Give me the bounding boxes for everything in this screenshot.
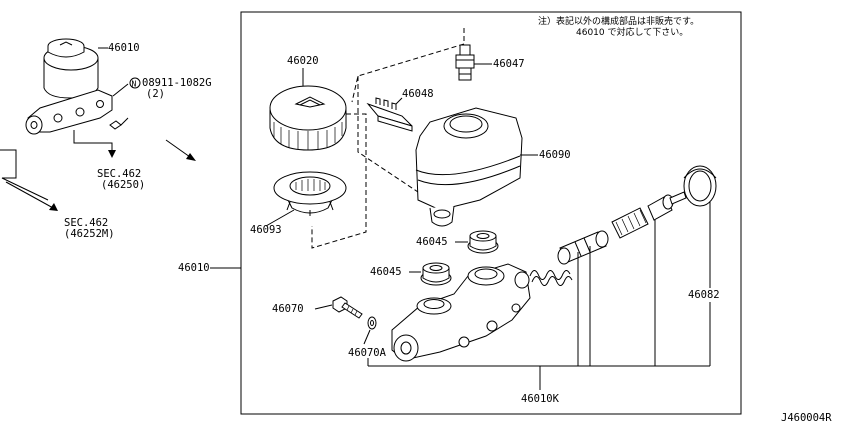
arrow-sec462-a bbox=[108, 150, 116, 158]
label-strainer: 46093 bbox=[250, 224, 282, 236]
leader-bracket bbox=[395, 97, 403, 105]
label-bolt-qty: (2) bbox=[146, 88, 165, 100]
overview-assembly bbox=[25, 38, 129, 135]
label-sec462-b: SEC.462 bbox=[64, 217, 108, 229]
note-line1: 注）表記以外の構成部品は非販売です。 bbox=[538, 15, 699, 27]
leader-strainer bbox=[265, 209, 295, 227]
n-symbol: N bbox=[132, 80, 137, 89]
label-bolt: 46070 bbox=[272, 303, 304, 315]
leader-bolt bbox=[314, 304, 333, 310]
arrow-sec462-b bbox=[49, 203, 58, 211]
leader-bolt-ref bbox=[112, 83, 129, 97]
label-reservoir: 46090 bbox=[539, 149, 571, 161]
note-line2: 46010 で対応して下さい。 bbox=[576, 26, 688, 38]
dashed-reservoir-link bbox=[351, 28, 465, 201]
main-frame bbox=[240, 11, 742, 415]
leader-washer bbox=[363, 329, 371, 345]
label-seal-ring: 46082 bbox=[688, 289, 720, 301]
leader-sec462-b bbox=[0, 149, 49, 201]
dashed-cap-link bbox=[311, 113, 367, 249]
label-cap: 46020 bbox=[287, 55, 319, 67]
washer-part bbox=[367, 316, 377, 330]
secondary-piston-part bbox=[647, 191, 687, 221]
label-grommet-lower: 46045 bbox=[370, 266, 402, 278]
direction-arrow bbox=[165, 139, 191, 158]
label-bolt-ref: 08911-1082G bbox=[142, 77, 212, 89]
secondary-spring-part bbox=[611, 207, 649, 239]
connector-part bbox=[455, 44, 475, 81]
n-circle-symbol bbox=[129, 77, 141, 89]
bracket-part bbox=[366, 97, 413, 132]
grommet-upper-part bbox=[467, 230, 499, 254]
leader-sec462-a bbox=[73, 130, 113, 155]
label-assembly-top: 46010 bbox=[108, 42, 140, 54]
label-connector: 46047 bbox=[493, 58, 525, 70]
reservoir-part bbox=[415, 107, 523, 227]
label-washer: 46070A bbox=[348, 347, 387, 359]
label-piston-kit: 46010K bbox=[521, 393, 560, 405]
label-grommet-upper: 46045 bbox=[416, 236, 448, 248]
primary-piston-part bbox=[557, 230, 609, 265]
label-sec462-a: SEC.462 bbox=[97, 168, 141, 180]
seal-ring-part bbox=[683, 165, 717, 207]
label-sec462-b-ref: (46252M) bbox=[64, 228, 115, 240]
diagram-code: J460004R bbox=[781, 412, 832, 424]
label-sec462-a-ref: (46250) bbox=[101, 179, 145, 191]
label-bracket: 46048 bbox=[402, 88, 434, 100]
bolt-part bbox=[332, 296, 363, 319]
leader-piston-kit bbox=[367, 220, 710, 390]
cylinder-body-part bbox=[391, 263, 531, 362]
grommet-lower-part bbox=[420, 262, 452, 286]
strainer-part bbox=[273, 171, 347, 216]
label-assembly-left: 46010 bbox=[178, 262, 210, 274]
spring-part bbox=[529, 270, 573, 286]
cap-part bbox=[269, 85, 347, 151]
